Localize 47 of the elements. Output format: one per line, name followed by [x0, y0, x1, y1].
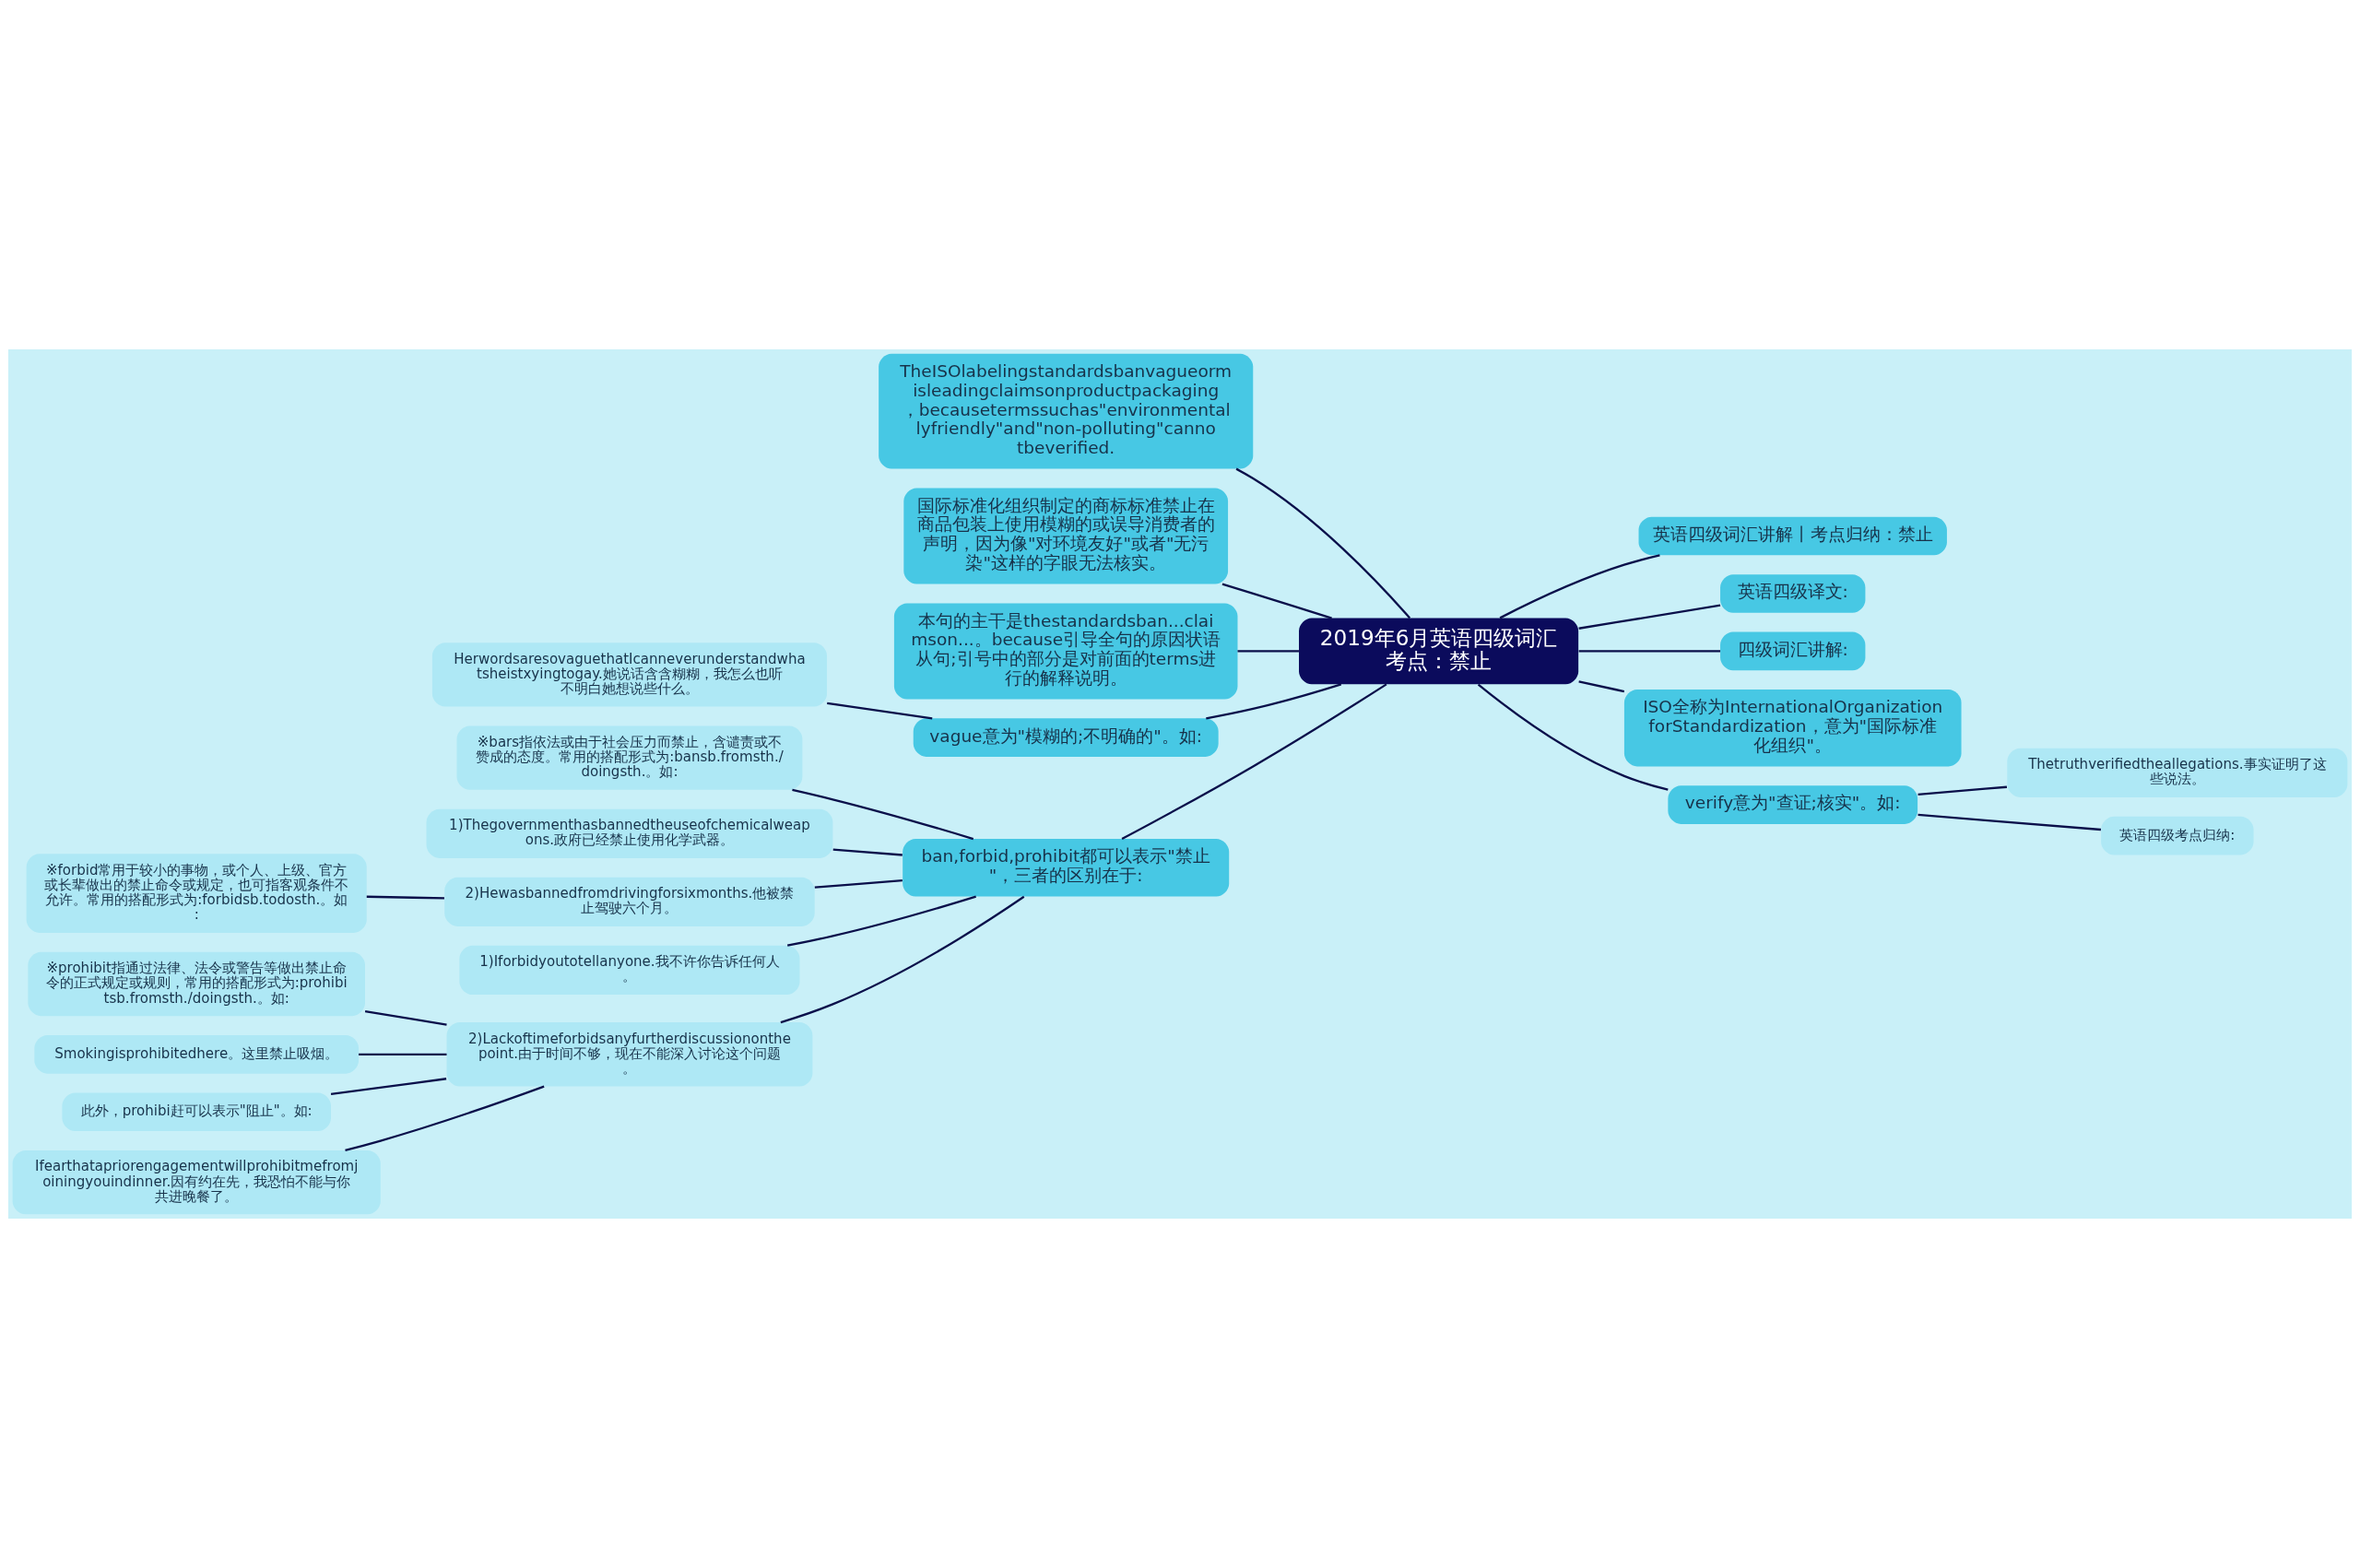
connector — [364, 1010, 447, 1026]
node-box: ※forbid常用于较小的事物，或个人、上级、官方或长辈做出的禁止命令或规定，也可指客观条件不允许。常用的搭配形式为:forbidsb.todosth.。如: — [26, 854, 367, 933]
node-box: vague意为"模糊的;不明确的"。如: — [913, 718, 1219, 757]
node-box: Thetruthverifiedtheallegations.事实证明了这些说法。 — [2007, 748, 2348, 797]
node-box: 此外，prohibi赶可以表示"阻止"。如: — [62, 1092, 331, 1132]
node-box: 1)Thegovernmenthasbannedtheuseofchemicalweapons.政府已经禁止使用化学武器。 — [426, 808, 833, 858]
node-box: TheISOlabelingstandardsbanvagueormisleadingclaimsonproductpackaging，becausetermssuchas"environmentallyfriendly"and"non-polluting"cannotbeverified. — [879, 353, 1254, 469]
connector — [1206, 683, 1342, 720]
connector — [345, 1085, 545, 1151]
connector — [1221, 583, 1332, 619]
node-box: ※prohibit指通过法律、法令或警告等做出禁止命令的正式规定或规则，常用的搭配形式为:prohibitsb.fromsth./doingsth.。如: — [28, 951, 365, 1017]
node-box: 1)Iforbidyoutotellanyone.我不许你告诉任何人。 — [459, 945, 800, 995]
node-box: ISO全称为InternationalOrganizationforStandardization，意为"国际标准化组织"。 — [1623, 690, 1962, 767]
node-box: Ifearthatapriorengagementwillprohibitmefromjoiningyouindinner.因有约在先，我恐怕不能与你共进晚餐了。 — [12, 1149, 381, 1215]
connector — [1918, 785, 2008, 796]
connector — [827, 701, 933, 720]
node-box: Smokingisprohibitedhere。这里禁止吸烟。 — [34, 1035, 360, 1074]
node-box: 英语四级译文: — [1720, 574, 1866, 613]
connector — [1235, 467, 1411, 619]
connector — [1121, 683, 1387, 841]
connector — [780, 895, 1025, 1024]
node-box: 英语四级词汇讲解丨考点归纳：禁止 — [1638, 516, 1947, 556]
node-box: 英语四级考点归纳: — [2101, 816, 2254, 855]
node-box: 2019年6月英语四级词汇考点：禁止 — [1299, 618, 1579, 685]
connector — [1578, 680, 1625, 693]
node-box: HerwordsaresovaguethatIcanneverunderstandwhatsheistxyingtogay.她说话含含糊糊，我怎么也听不明白她想说些什么。 — [431, 643, 827, 707]
connector — [1918, 813, 2102, 831]
connector — [1499, 554, 1660, 619]
connector — [366, 895, 444, 900]
connector — [1578, 650, 1721, 653]
node-box: verify意为"查证;核实"。如: — [1668, 785, 1918, 824]
connector — [832, 848, 903, 856]
connector — [1237, 650, 1299, 653]
connector — [330, 1078, 447, 1096]
node-box: ban,forbid,prohibit都可以表示"禁止"，三者的区别在于: — [903, 839, 1230, 897]
connector — [1578, 604, 1721, 630]
node-box: 国际标准化组织制定的商标标准禁止在商品包装上使用模糊的或误导消费者的声明，因为像"对环境友好"或者"无污染"这样的字眼无法核实。 — [903, 488, 1229, 584]
connector — [1477, 683, 1669, 791]
connector — [359, 1053, 447, 1055]
node-box: 四级词汇讲解: — [1720, 631, 1866, 671]
node-box: ※bars指依法或由于社会压力而禁止，含谴责或不赞成的态度。常用的搭配形式为:bansb.fromsth./doingsth.。如: — [456, 725, 803, 790]
node-box: 2)Lackoftimeforbidsanyfurtherdiscussiononthepoint.由于时间不够，现在不能深入讨论这个问题。 — [446, 1022, 813, 1087]
connector — [792, 788, 974, 841]
connector — [814, 879, 903, 889]
node-box: 2)Hewasbannedfromdrivingforsixmonths.他被禁止驾驶六个月。 — [444, 877, 815, 926]
connector — [786, 895, 976, 947]
node-box: 本句的主干是thestandardsban...claimson...。because引导全句的原因状语从句;引号中的部分是对前面的terms进行的解释说明。 — [893, 603, 1238, 700]
